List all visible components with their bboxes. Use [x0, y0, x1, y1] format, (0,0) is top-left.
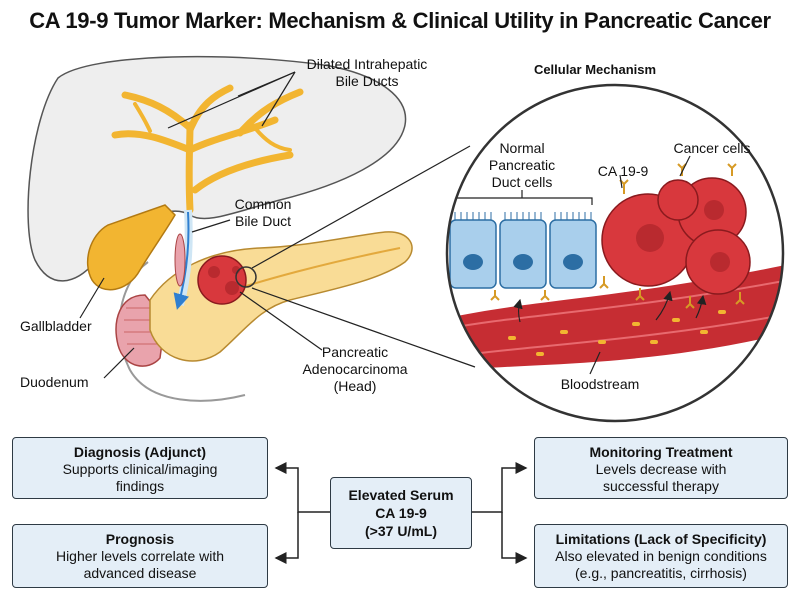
stomach-outline [118, 261, 246, 402]
prognosis-box: Prognosis Higher levels correlate with a… [12, 524, 268, 588]
limitations-box: Limitations (Lack of Specificity) Also e… [534, 524, 788, 588]
label-bloodstream: Bloodstream [560, 376, 640, 392]
diagnosis-heading: Diagnosis (Adjunct) [73, 444, 207, 460]
elevated-serum-box: Elevated Serum CA 19-9 (>37 U/mL) [330, 477, 472, 549]
monitoring-box: Monitoring Treatment Levels decrease wit… [534, 437, 788, 499]
page-title: CA 19-9 Tumor Marker: Mechanism & Clinic… [29, 8, 771, 33]
magnification-circle [445, 83, 785, 423]
diagnosis-box: Diagnosis (Adjunct) Supports clinical/im… [12, 437, 268, 499]
label-cancer-cells: Cancer cells [673, 140, 751, 156]
label-ca199: CA 19-9 [597, 163, 649, 179]
tumor-mass [197, 255, 247, 305]
gallbladder-shape [86, 204, 176, 291]
label-duodenum: Duodenum [20, 374, 89, 390]
cellular-mechanism-title: Cellular Mechanism [533, 62, 657, 77]
prognosis-heading: Prognosis [105, 531, 175, 547]
flow-connectors [274, 462, 528, 564]
bile-duct-tree [111, 84, 304, 214]
label-gallbladder: Gallbladder [20, 318, 92, 334]
limitations-heading: Limitations (Lack of Specificity) [555, 531, 767, 547]
monitoring-heading: Monitoring Treatment [589, 444, 733, 460]
